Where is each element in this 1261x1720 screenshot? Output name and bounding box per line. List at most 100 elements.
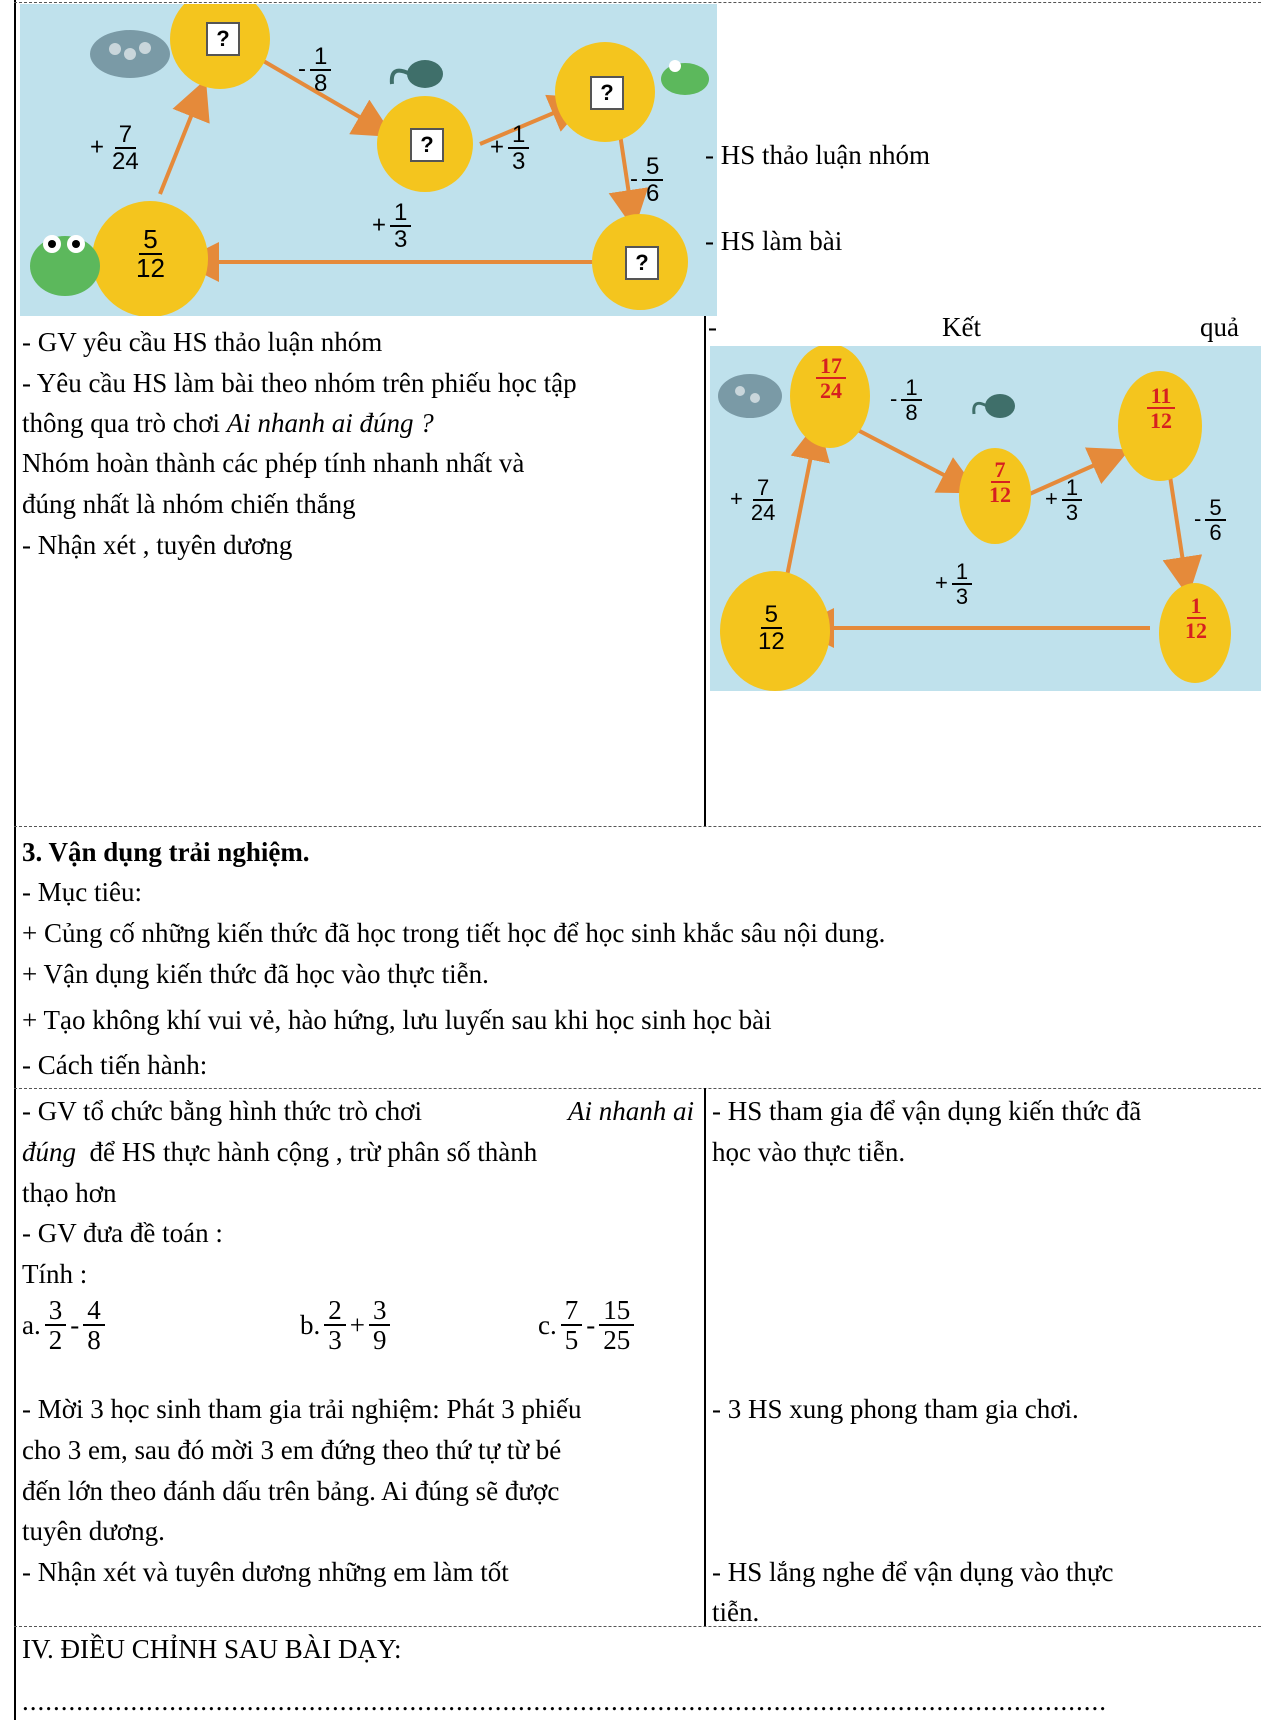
answer-bubble-3: [1118, 371, 1202, 481]
answer-1-num: 17: [816, 354, 846, 380]
op1-sign: +: [90, 133, 105, 161]
answer-op2-den: 8: [905, 400, 918, 426]
answer-op1-den: 24: [750, 500, 776, 526]
path-arrow-4: [608, 133, 649, 230]
frog-icon: [30, 235, 100, 296]
c-operator: -: [586, 1309, 596, 1340]
c-den-2: 25: [603, 1325, 631, 1356]
invite-line-4: tuyên dương.: [22, 1516, 165, 1546]
a-num-1: 3: [44, 1296, 67, 1327]
unknown-box-2: ?: [410, 128, 444, 162]
activity-line-1: - GV tổ chức bằng hình thức trò chơi Ai …: [22, 1094, 694, 1128]
invite-line-1: - Mời 3 học sinh tham gia trải nghiệm: P…: [22, 1394, 582, 1424]
answer-op2-num: 1: [901, 376, 922, 402]
path-arrow-1: [158, 79, 210, 195]
hs-listen-1: - HS lắng nghe để vận dụng vào thực: [712, 1557, 1114, 1587]
hs-volunteer: - 3 HS xung phong tham gia chơi.: [712, 1394, 1079, 1424]
answer-1-den: 24: [820, 378, 842, 404]
hs-listen-2: tiễn.: [712, 1597, 760, 1627]
answer-op3-sign: +: [1045, 485, 1058, 511]
answer-op2-sign: -: [890, 385, 898, 411]
goal-item-3: + Tạo không khí vui vẻ, hào hứng, lưu lu…: [22, 1005, 772, 1035]
answer-op1-sign: +: [730, 485, 743, 511]
tadpole-icon: [389, 60, 443, 88]
op3-num: 1: [508, 122, 530, 150]
a-den-1: 2: [48, 1325, 63, 1356]
result-word-1: Kết: [942, 312, 981, 342]
unknown-box-1: ?: [206, 22, 240, 56]
activity-line-2: đúng để HS thực hành cộng , trừ phân số …: [22, 1135, 537, 1169]
answer-tadpole-icon: [972, 394, 1015, 418]
answer-4-num: 1: [1186, 594, 1206, 620]
answer-4-den: 12: [1185, 618, 1207, 644]
op5-num: 1: [390, 200, 412, 228]
op2-num: 1: [310, 44, 332, 72]
winner-rule-text-1: Nhóm hoàn thành các phép tính nhanh nhất…: [22, 448, 525, 478]
problem-intro: - GV đưa đề toán :: [22, 1218, 223, 1248]
adjustment-heading: IV. ĐIỀU CHỈNH SAU BÀI DẠY:: [22, 1634, 402, 1664]
result-dash: -: [708, 312, 717, 342]
goal-item-1: + Củng cố những kiến thức đã học trong t…: [22, 918, 886, 948]
b-num-2: 3: [368, 1296, 391, 1327]
c-num-2: 15: [599, 1296, 635, 1327]
answer-op3-den: 3: [1065, 500, 1079, 526]
c-num-1: 7: [560, 1296, 583, 1327]
hs-discuss-text: - HS thảo luận nhóm: [705, 140, 930, 170]
game-intro-text: thông qua trò chơi Ai nhanh ai đúng ?: [22, 406, 434, 440]
goal-item-2: + Vận dụng kiến thức đã học vào thực tiễ…: [22, 959, 489, 989]
answer-start-bubble: [720, 571, 830, 691]
exercise-c-label: c.: [538, 1309, 557, 1340]
answer-arrow-4: [1162, 475, 1203, 597]
young-frog-icon: [661, 60, 709, 95]
table-left-border: [14, 0, 16, 1720]
hs-participate-2: học vào thực tiễn.: [712, 1137, 906, 1167]
activity-game-name-1: Ai nhanh ai: [568, 1096, 694, 1126]
answer-bubble-2: [959, 448, 1031, 544]
method-heading: - Cách tiến hành:: [22, 1050, 208, 1080]
path-arrow-2: [258, 57, 394, 138]
game-intro-plain: thông qua trò chơi: [22, 408, 227, 438]
gv-request-text: - GV yêu cầu HS thảo luận nhóm: [22, 327, 383, 357]
adjustment-dots: ........................................…: [22, 1686, 1107, 1716]
answer-start-num: 5: [760, 602, 783, 630]
answer-op4-sign: -: [1194, 505, 1202, 531]
b-den-1: 3: [328, 1325, 342, 1356]
table-top-border: [14, 2, 1261, 3]
invite-line-2: cho 3 em, sau đó mời 3 em đứng theo thứ …: [22, 1435, 562, 1465]
answer-op5-den: 3: [955, 584, 969, 610]
op2-den: 8: [314, 70, 328, 98]
row-divider-1: [14, 826, 1261, 827]
hs-work-text: - HS làm bài: [705, 226, 843, 256]
start-num: 5: [139, 225, 162, 256]
op1-den: 24: [112, 148, 139, 176]
answer-2-num: 7: [990, 458, 1010, 484]
result-word-2: quả: [1200, 312, 1239, 342]
exercise-b-label: b.: [300, 1309, 321, 1340]
op2-sign: -: [298, 55, 306, 83]
a-num-2: 4: [83, 1296, 105, 1327]
unknown-box-4: ?: [625, 246, 659, 280]
invite-line-3: đến lớn theo đánh dấu trên bảng. Ai đúng…: [22, 1476, 560, 1506]
answer-paths: [718, 346, 1231, 691]
row-divider-2: [14, 1088, 1261, 1089]
op5-sign: +: [372, 211, 387, 239]
answer-op5-sign: +: [935, 569, 948, 595]
answer-eggs-icon: [718, 374, 782, 418]
op5-den: 3: [394, 226, 408, 254]
b-den-2: 9: [372, 1325, 387, 1356]
answer-arrow-1: [783, 420, 830, 587]
activity-line-3: thạo hơn: [22, 1178, 117, 1208]
